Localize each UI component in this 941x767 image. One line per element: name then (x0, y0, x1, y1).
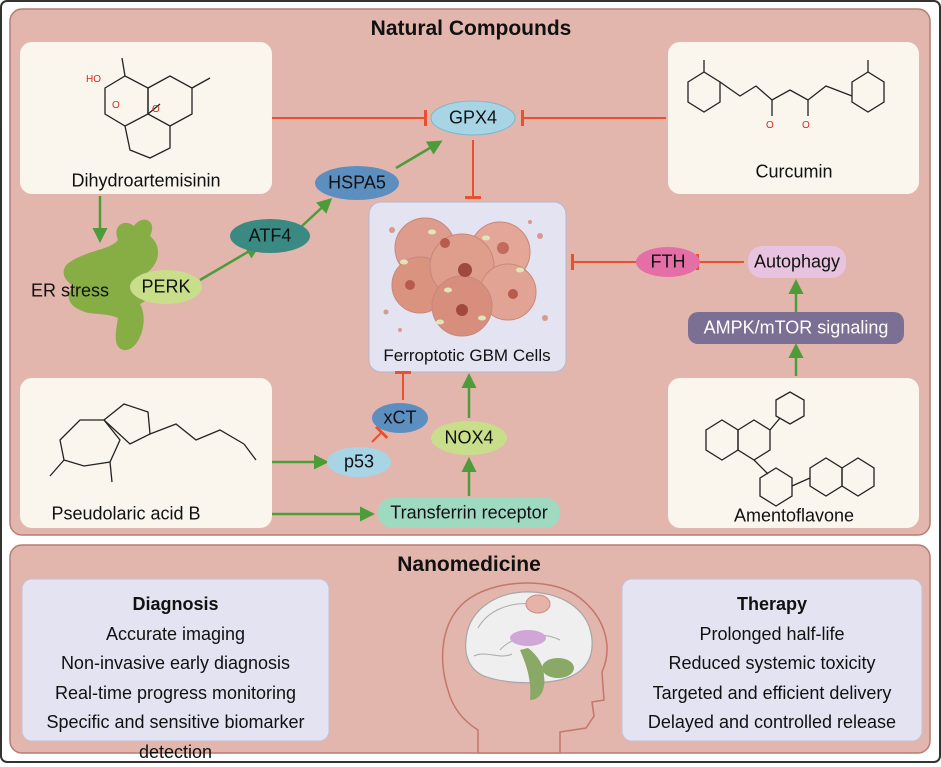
autophagy-label: Autophagy (753, 251, 841, 272)
atf4-label: ATF4 (248, 225, 292, 246)
therapy-item: Prolonged half-life (699, 623, 845, 644)
o-label-1: O (112, 100, 120, 111)
nox4-label: NOX4 (444, 427, 494, 448)
inhibit-p53-xct (371, 425, 389, 443)
hspa5-label: HSPA5 (328, 172, 386, 193)
diagnosis-list: Diagnosis Accurate imaging Non-invasive … (22, 590, 329, 767)
head-brain-illustration (441, 582, 608, 754)
diagnosis-item: Real-time progress monitoring (54, 682, 297, 703)
gpx4-label: GPX4 (448, 107, 498, 128)
atf4-node (230, 219, 310, 253)
therapy-item: Reduced systemic toxicity (668, 653, 876, 673)
therapy-item: Targeted and efficient delivery (652, 682, 892, 703)
arrow-hspa5-to-gpx4 (395, 140, 443, 170)
o-label-c2: O (802, 120, 810, 131)
o-label-2: O (152, 104, 160, 115)
nanomedicine-title: Nanomedicine (397, 553, 541, 576)
therapy-heading: Therapy (736, 594, 808, 614)
pseudolaric-box (20, 378, 272, 528)
amentoflavone-label: Amentoflavone (733, 505, 855, 526)
dihydroartemisinin-label: Dihydroartemisinin (71, 170, 221, 191)
therapy-list: Therapy Prolonged half-life Reduced syst… (622, 590, 922, 738)
ampk-node (688, 312, 904, 344)
diagnosis-item: Specific and sensitive biomarker detecti… (46, 712, 305, 762)
amentoflavone-box (668, 378, 919, 528)
xct-node (372, 403, 428, 433)
p53-node (327, 447, 391, 477)
pseudolaric-label: Pseudolaric acid B (51, 503, 201, 524)
natural-compounds-title: Natural Compounds (370, 17, 572, 40)
gpx4-node (430, 100, 516, 136)
arrow-atf4-to-hspa5 (301, 197, 333, 227)
curcumin-structure (687, 60, 885, 116)
xct-label: xCT (383, 407, 417, 428)
therapy-box (621, 578, 923, 742)
amentoflavone-structure (705, 391, 875, 507)
diagnosis-item: Non-invasive early diagnosis (60, 653, 291, 673)
diagnosis-heading: Diagnosis (132, 594, 219, 614)
ampk-label: AMPK/mTOR signaling (703, 317, 889, 338)
therapy-item: Delayed and controlled release (647, 712, 897, 732)
arrow-perk-to-atf4 (199, 244, 261, 282)
fth-node (636, 247, 700, 277)
fth-label: FTH (650, 251, 686, 272)
dihydroartemisinin-structure (104, 57, 211, 159)
hspa5-node (315, 166, 399, 200)
pseudolaric-structure (49, 403, 257, 483)
p53-label: p53 (343, 451, 375, 472)
o-label-c1: O (766, 120, 774, 131)
curcumin-label: Curcumin (755, 161, 833, 182)
dihydroartemisinin-box (20, 42, 272, 194)
transferrin-node (378, 498, 560, 528)
diagnosis-item: Accurate imaging (105, 623, 246, 644)
diagnosis-box (21, 578, 330, 742)
nox4-node (431, 421, 507, 455)
transferrin-label: Transferrin receptor (390, 502, 548, 523)
er-stress-shape (63, 219, 159, 351)
cell-caption: Ferroptotic GBM Cells (383, 346, 551, 365)
oh-label: HO (86, 74, 101, 85)
ferroptotic-cells-illustration (383, 217, 548, 337)
perk-label: PERK (141, 276, 191, 297)
er-stress-label: ER stress (30, 280, 110, 301)
perk-node (130, 270, 202, 304)
autophagy-node (748, 246, 846, 278)
